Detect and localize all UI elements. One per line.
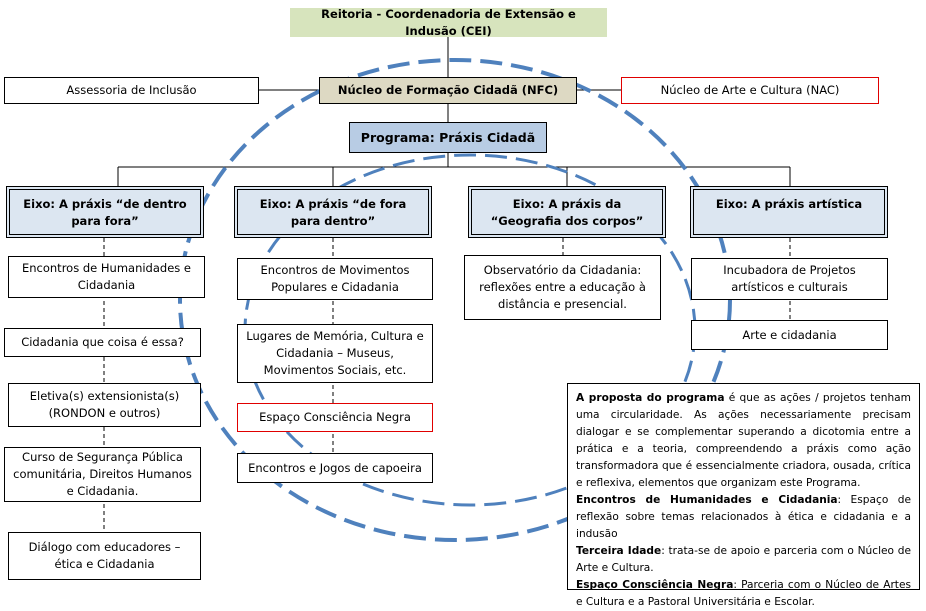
note-text: é que as ações / projetos tenham uma cir… — [576, 392, 911, 489]
note-heading: A proposta do programa — [576, 392, 725, 404]
nac-box: Núcleo de Arte e Cultura (NAC) — [621, 77, 879, 104]
note-text: : trata-se de apoio e parceria com o Núc… — [576, 545, 911, 574]
item-box: Encontros de Movimentos Populares e Cida… — [237, 258, 433, 300]
item-box: Encontros de Humanidades e Cidadania — [8, 256, 205, 298]
item-box: Eletiva(s) extensionista(s) (RONDON e ou… — [8, 383, 201, 427]
item-box: Encontros e Jogos de capoeira — [237, 453, 433, 483]
title-box: Reitoria - Coordenadoria de Extensão e I… — [290, 7, 607, 38]
item-box: Cidadania que coisa é essa? — [4, 328, 201, 357]
assessoria-box: Assessoria de Inclusão — [4, 77, 259, 104]
note-heading: Espaço Consciência Negra — [576, 579, 734, 591]
item-box: Curso de Segurança Pública comunitária, … — [4, 447, 201, 502]
program-note: A proposta do programa é que as ações / … — [567, 383, 920, 608]
note-heading: Encontros de Humanidades e Cidadania — [576, 494, 838, 506]
item-box: Observatório da Cidadania: reflexões ent… — [464, 255, 661, 320]
note-text: : Espaço de reflexão sobre temas relacio… — [576, 494, 911, 540]
axis-4-box: Eixo: A práxis artística — [690, 186, 888, 238]
axis-1-box: Eixo: A práxis “de dentro para fora” — [6, 186, 204, 238]
nfc-box: Núcleo de Formação Cidadã (NFC) — [319, 77, 577, 104]
item-box: Diálogo com educadores – ética e Cidadan… — [8, 532, 201, 580]
item-box: Espaço Consciência Negra — [237, 403, 433, 432]
item-box: Incubadora de Projetos artísticos e cult… — [691, 258, 888, 300]
program-box: Programa: Práxis Cidadã — [349, 122, 547, 153]
item-box: Lugares de Memória, Cultura e Cidadania … — [237, 324, 433, 383]
note-heading: Terceira Idade — [576, 545, 662, 557]
axis-3-box: Eixo: A práxis da “Geografia dos corpos” — [468, 186, 666, 238]
item-box: Arte e cidadania — [691, 320, 888, 350]
axis-2-box: Eixo: A práxis “de fora para dentro” — [234, 186, 432, 238]
